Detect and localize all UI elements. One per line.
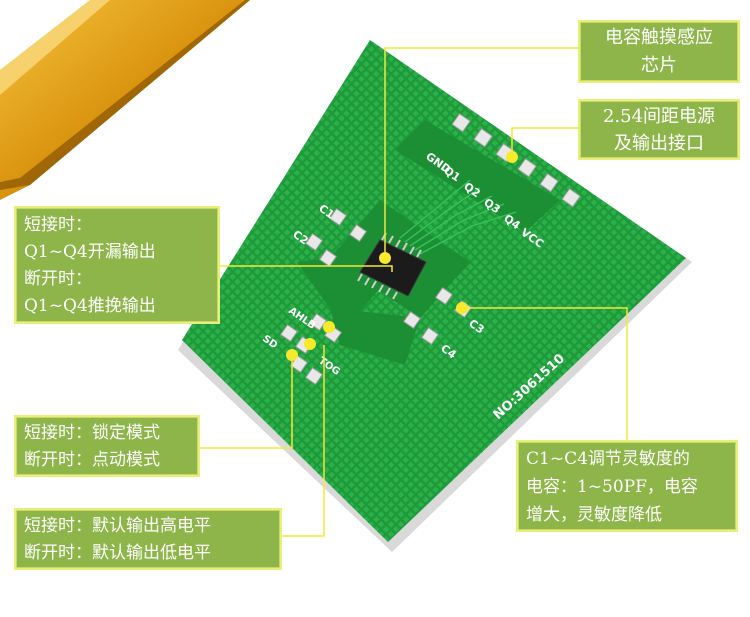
callout-line: 电容：1~50PF，电容: [526, 477, 698, 497]
touch-probe: [0, 0, 250, 200]
callout-line: 短接时：锁定模式: [24, 423, 160, 443]
callout-line: 断开时：点动模式: [24, 450, 160, 470]
callout-chip: 电容触摸感应 芯片: [578, 20, 740, 83]
jumper-pads: [279, 312, 343, 386]
callout-sensitivity: C1~C4调节灵敏度的 电容：1~50PF，电容 增大，灵敏度降低: [516, 440, 738, 532]
callout-line: C1~C4调节灵敏度的: [526, 449, 690, 469]
callout-line: 短接时：默认输出高电平: [24, 516, 211, 536]
callout-line: Q1~Q4推挽输出: [24, 296, 156, 316]
callout-line: 电容触摸感应: [605, 27, 713, 48]
callout-line: 及输出接口: [614, 133, 704, 154]
callout-lock-mode: 短接时：锁定模式 断开时：点动模式: [14, 415, 200, 477]
callout-line: 短接时：: [24, 215, 92, 235]
callout-default-level: 短接时：默认输出高电平 断开时：默认输出低电平: [14, 508, 282, 570]
callout-output-mode: 短接时： Q1~Q4开漏输出 断开时： Q1~Q4推挽输出: [14, 206, 220, 324]
callout-line: 芯片: [641, 55, 677, 76]
callout-line: 增大，灵敏度降低: [526, 505, 662, 525]
callout-header: 2.54间距电源 及输出接口: [578, 99, 740, 160]
callout-line: 断开时：默认输出低电平: [24, 543, 211, 563]
leader-lines: [200, 47, 628, 537]
callout-line: Q1~Q4开漏输出: [24, 242, 156, 262]
traces: [399, 179, 517, 255]
touch-chip: [357, 232, 427, 300]
leader-dots: [286, 151, 518, 361]
callout-line: 断开时：: [24, 269, 92, 289]
callout-line: 2.54间距电源: [602, 106, 716, 127]
